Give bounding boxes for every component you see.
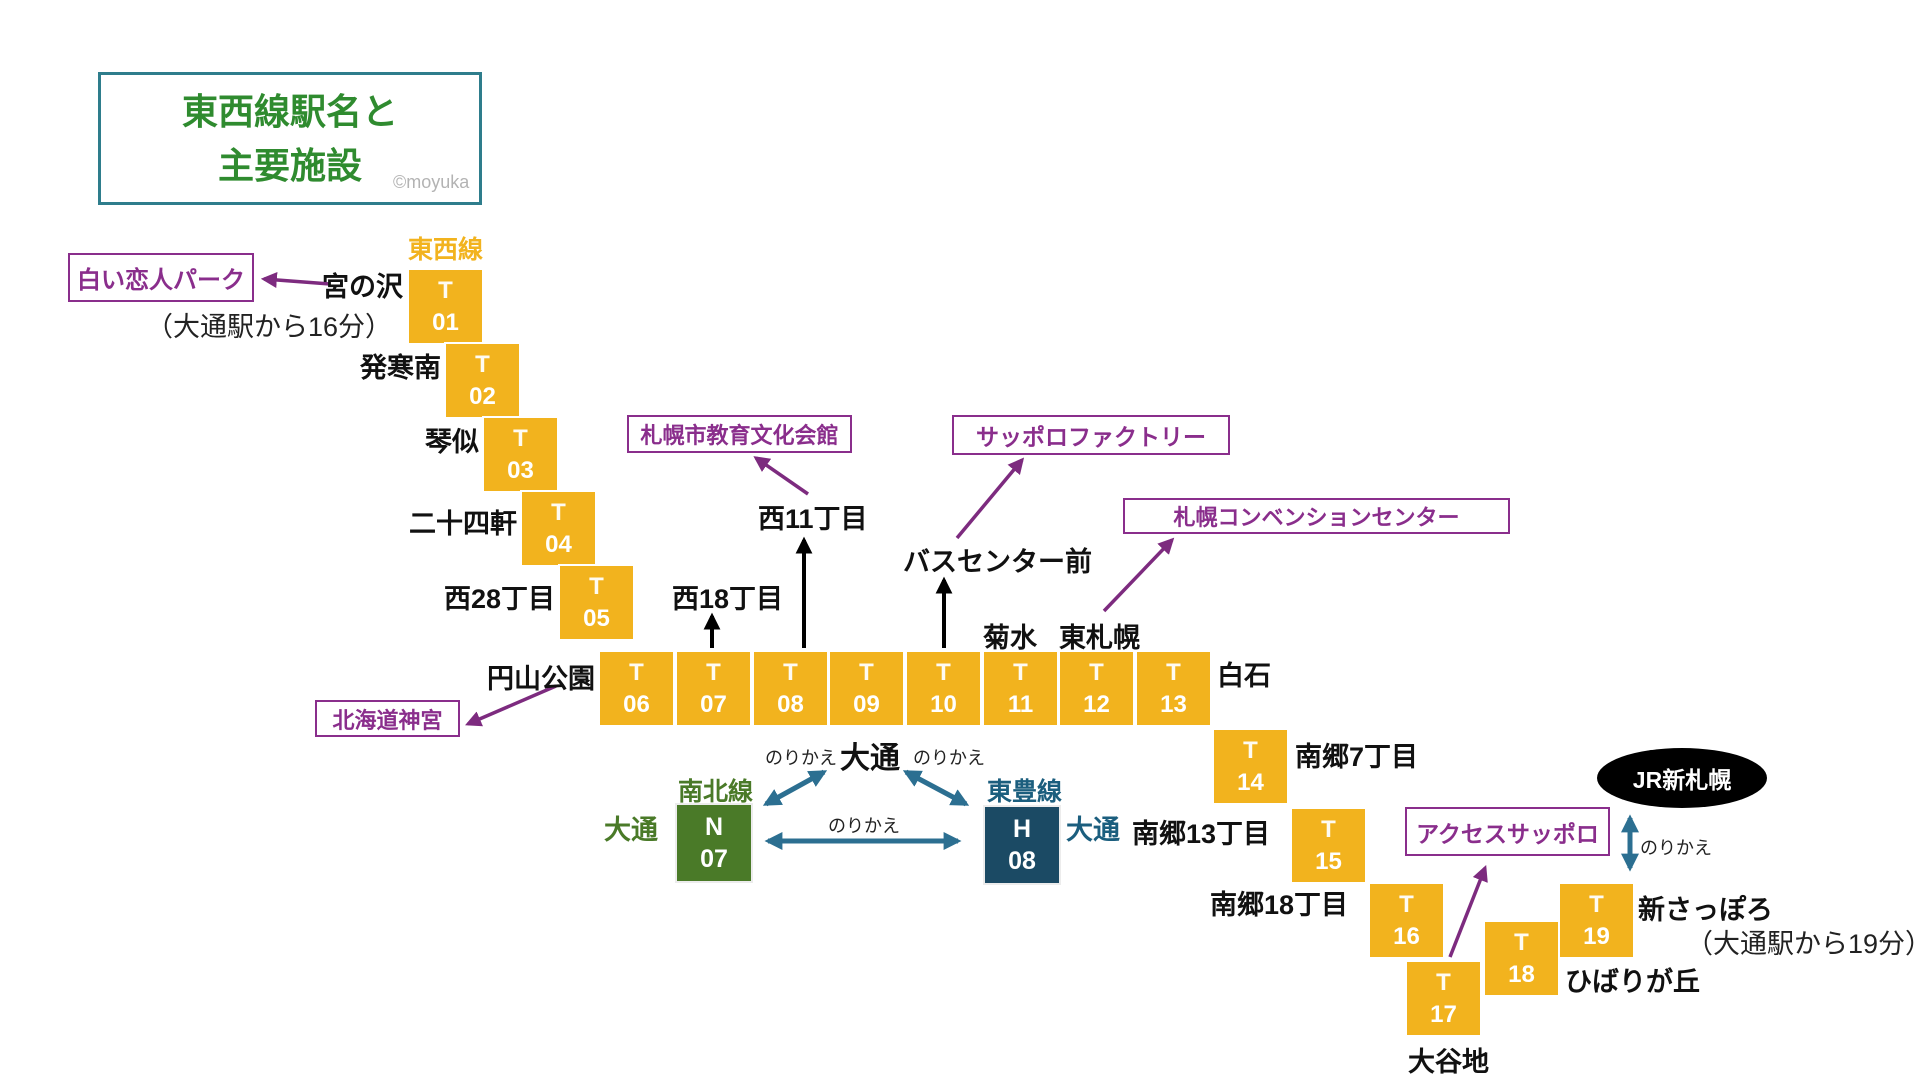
station-label-t13: 白石 xyxy=(1217,661,1271,691)
facility-box-kyoikubunka: 札幌市教育文化会館 xyxy=(627,415,852,453)
facility-box-hokkaidojingu: 北海道神宮 xyxy=(315,700,460,737)
station-label-t14: 南郷7丁目 xyxy=(1295,742,1419,772)
station-label-t16: 南郷18丁目 xyxy=(1209,890,1348,920)
station-label-t10: バスセンター前 xyxy=(903,547,1092,577)
norikae-label-left: のりかえ xyxy=(765,748,837,768)
page-title-line1: 東西線駅名と xyxy=(181,90,398,132)
station-label-t09: 大通 xyxy=(840,742,900,775)
facility-box-shiroikoibito: 白い恋人パーク xyxy=(68,253,254,302)
page-title-line2: 主要施設 xyxy=(217,144,362,186)
arrow-shiroikoibito-icon xyxy=(260,271,331,288)
station-label-t04: 二十四軒 xyxy=(409,509,517,539)
station-label-t07: 西18丁目 xyxy=(672,584,784,614)
odori-label-toho: 大通 xyxy=(1066,815,1120,845)
namboku-line-label: 南北線 xyxy=(678,778,754,806)
station-label-t06: 円山公園 xyxy=(487,664,595,694)
station-label-t02: 発寒南 xyxy=(360,353,441,383)
station-label-t01: 宮の沢 xyxy=(322,272,403,302)
station-label-t08: 西11丁目 xyxy=(758,504,868,534)
note-from-odori-19: （大通駅から19分） xyxy=(1686,929,1920,959)
toho-line-label: 東豊線 xyxy=(987,778,1063,806)
odori-label-namboku: 大通 xyxy=(604,815,658,845)
facility-box-accesssapporo: アクセスサッポロ xyxy=(1405,807,1610,856)
credit-text: ©moyuka xyxy=(393,172,470,192)
arrow-factory-icon xyxy=(955,457,1025,540)
station-label-t17: 大谷地 xyxy=(1408,1047,1489,1077)
facility-box-convention: 札幌コンベンションセンター xyxy=(1123,498,1510,534)
arrow-accesssapporo-icon xyxy=(1448,865,1488,958)
note-from-odori-16: （大通駅から16分） xyxy=(145,312,392,342)
station-label-t03: 琴似 xyxy=(425,427,479,457)
station-label-t15: 南郷13丁目 xyxy=(1131,819,1270,849)
station-label-t12: 東札幌 xyxy=(1059,623,1140,653)
tozai-line-label: 東西線 xyxy=(408,236,484,264)
arrow-convention-icon xyxy=(1102,537,1175,613)
station-label-t05: 西28丁目 xyxy=(443,584,555,614)
facility-box-factory: サッポロファクトリー xyxy=(952,415,1230,455)
title-box: 東西線駅名と 主要施設 xyxy=(98,72,482,205)
station-label-t11: 菊水 xyxy=(983,623,1037,653)
arrow-kyoikubunka-icon xyxy=(753,456,809,496)
station-label-t19: 新さっぽろ xyxy=(1638,895,1773,925)
norikae-label-center: のりかえ xyxy=(828,816,900,836)
norikae-label-jr: のりかえ xyxy=(1640,838,1712,858)
arrow-transfer-toho-icon xyxy=(902,769,970,807)
station-label-t18: ひばりが丘 xyxy=(1565,967,1700,997)
jr-shin-sapporo-badge: JR新札幌 xyxy=(1597,748,1767,808)
arrow-transfer-namboku-icon xyxy=(762,769,828,807)
norikae-label-right: のりかえ xyxy=(913,748,985,768)
